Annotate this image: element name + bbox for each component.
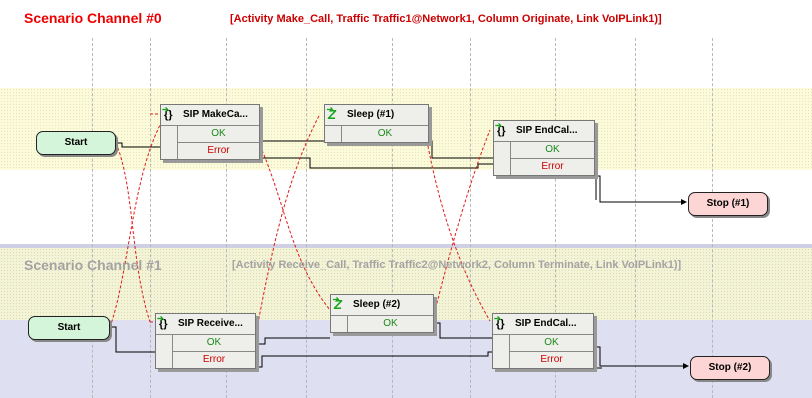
node-label: Sleep (#2) [353, 299, 401, 310]
channel-0-stop-node[interactable]: Stop (#1) [688, 192, 768, 216]
channel-0-node-sip-endcall[interactable]: ➔{} SIP EndCal... OK Error [493, 120, 595, 176]
flow-line [432, 322, 500, 339]
grid-line [92, 38, 93, 398]
channel-0-info: [Activity Make_Call, Traffic Traffic1@Ne… [230, 13, 662, 25]
channel-1-title: Scenario Channel #1 [24, 257, 162, 273]
sip-icon: ➔{} [157, 314, 168, 330]
flow-line [114, 142, 170, 148]
channel-1-node-sip-receivecall[interactable]: ➔{} SIP Receive... OK Error [155, 313, 256, 369]
node-ok-port[interactable]: OK [172, 335, 255, 352]
grid-line [470, 38, 471, 398]
channel-0-node-sip-makecall[interactable]: ➔{} SIP MakeCa... OK Error [160, 104, 260, 160]
channel-0-title: Scenario Channel #0 [24, 10, 162, 26]
flow-line [254, 351, 500, 368]
flow-line [110, 326, 160, 353]
grid-line [150, 38, 151, 398]
sync-line [257, 140, 331, 311]
grid-line [226, 38, 227, 398]
channel-1-stop-node[interactable]: Stop (#2) [690, 356, 770, 380]
node-ok-port[interactable]: OK [341, 126, 428, 142]
grid-line [555, 38, 556, 398]
sip-icon: ➔{} [495, 121, 506, 137]
grid-line [635, 38, 636, 398]
channel-1-lane [0, 320, 812, 398]
flow-line [593, 175, 687, 205]
sip-icon: ➔{} [162, 105, 173, 121]
node-error-port[interactable]: Error [172, 352, 255, 368]
flow-line [254, 337, 330, 345]
channel-1-node-sleep[interactable]: ➔Z Sleep (#2) OK [330, 294, 434, 333]
sleep-icon: ➔Z [332, 295, 342, 312]
sync-line [426, 140, 491, 322]
node-label: Sleep (#1) [347, 109, 395, 120]
channel-0-node-sleep[interactable]: ➔Z Sleep (#1) OK [324, 104, 429, 143]
flow-line [427, 140, 500, 159]
flow-line [258, 157, 500, 169]
node-ok-port[interactable]: OK [509, 335, 593, 352]
node-error-port[interactable]: Error [509, 352, 593, 368]
sync-line [253, 113, 321, 345]
node-label: SIP EndCal... [516, 125, 578, 136]
node-label: SIP Receive... [178, 318, 243, 329]
channel-1-start-node[interactable]: Start [28, 316, 110, 340]
node-error-port[interactable]: Error [510, 159, 594, 175]
node-ok-port[interactable]: OK [177, 126, 259, 143]
sync-line [431, 129, 491, 324]
flow-line [592, 346, 689, 369]
sync-line [115, 142, 151, 323]
sleep-icon: ➔Z [326, 105, 336, 122]
channel-1-info: [Activity Receive_Call, Traffic Traffic2… [232, 259, 682, 271]
sync-line [109, 113, 167, 328]
node-label: SIP EndCal... [515, 318, 577, 329]
node-label: SIP MakeCa... [183, 109, 248, 120]
grid-line [306, 38, 307, 398]
grid-line [392, 38, 393, 398]
sip-icon: ➔{} [494, 314, 505, 330]
channel-1-node-sip-endcall[interactable]: ➔{} SIP EndCal... OK Error [492, 313, 594, 369]
node-ok-port[interactable]: OK [510, 142, 594, 159]
grid-line [712, 38, 713, 398]
node-ok-port[interactable]: OK [347, 316, 433, 332]
channel-0-start-node[interactable]: Start [36, 131, 116, 155]
channel-separator [0, 244, 812, 248]
node-error-port[interactable]: Error [177, 143, 259, 159]
